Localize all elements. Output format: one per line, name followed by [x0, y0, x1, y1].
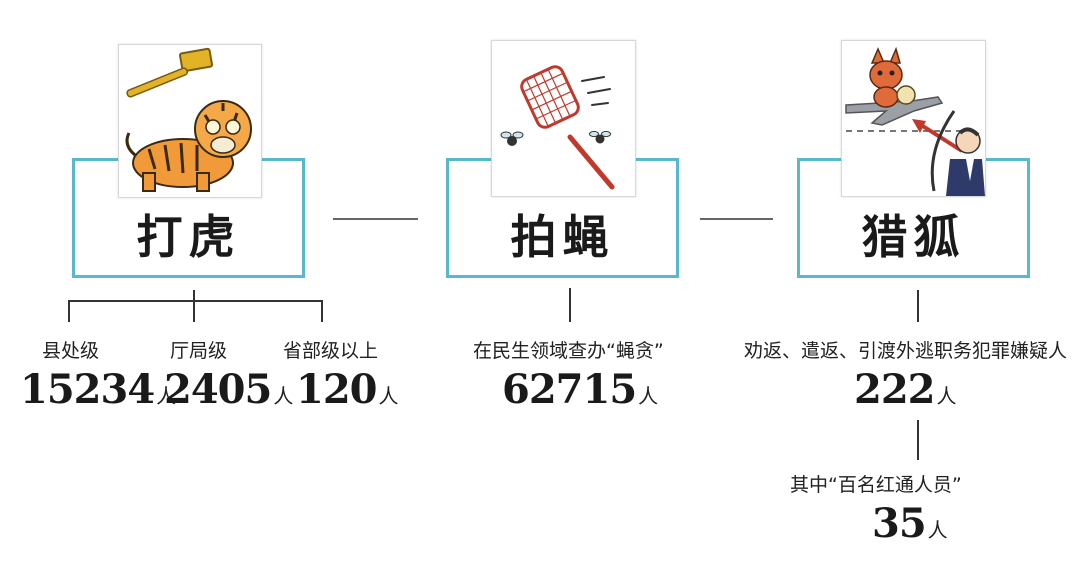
fox-unit-red-notice: 人	[927, 518, 948, 542]
fly-label-livelihood: 在民生领域查办“蝇贪”	[473, 340, 664, 362]
category-title-tiger: 打虎	[136, 210, 241, 264]
fox-hunt-illustration	[841, 40, 986, 197]
tiger-branch-line	[68, 300, 322, 302]
fox-sub-line	[917, 420, 919, 460]
connector-tiger-fly	[333, 218, 418, 220]
tiger-unit-bureau: 人	[273, 384, 294, 408]
fox-unit-repatriated: 人	[936, 384, 957, 408]
tiger-branch-right	[321, 300, 323, 322]
tiger-value-county: 15234	[20, 366, 155, 413]
tiger-gavel-illustration	[118, 44, 262, 198]
flyswatter-illustration	[491, 40, 636, 197]
tiger-unit-county: 人	[156, 384, 177, 408]
tiger-value-ministerial: 120	[296, 366, 377, 413]
fox-label-red-notice: 其中“百名红通人员”	[790, 474, 962, 496]
tiger-branch-left	[68, 300, 70, 322]
fox-value-repatriated: 222	[854, 366, 935, 413]
fly-value-livelihood: 62715	[502, 366, 637, 413]
tiger-stem-line	[193, 290, 195, 301]
connector-fly-fox	[700, 218, 773, 220]
category-title-fox: 猎狐	[861, 210, 966, 264]
fox-stem-line	[917, 290, 919, 322]
category-title-fly: 拍蝇	[510, 210, 615, 264]
fox-value-red-notice: 35	[872, 500, 927, 547]
fox-label-repatriated: 劝返、遣返、引渡外逃职务犯罪嫌疑人	[744, 340, 1068, 362]
tiger-label-bureau: 厅局级	[170, 340, 228, 362]
tiger-label-ministerial: 省部级以上	[283, 340, 379, 362]
tiger-label-county: 县处级	[42, 340, 100, 362]
tiger-unit-ministerial: 人	[378, 384, 399, 408]
tiger-branch-mid	[193, 300, 195, 322]
tiger-value-bureau: 2405	[164, 366, 272, 413]
fly-unit-livelihood: 人	[638, 384, 659, 408]
fly-stem-line	[569, 288, 571, 322]
